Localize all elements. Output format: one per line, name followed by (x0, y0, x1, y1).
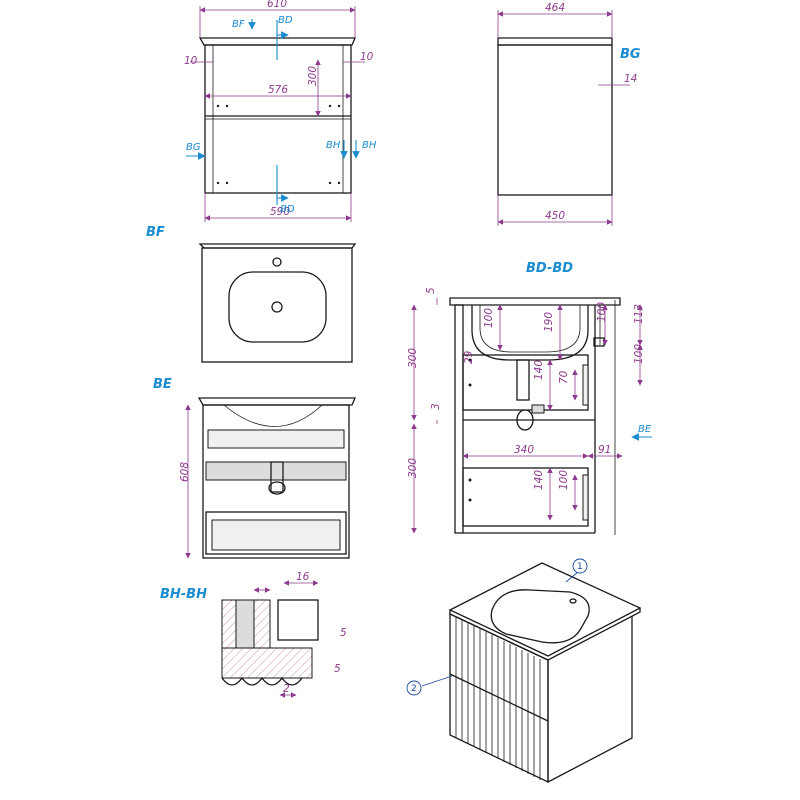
dim-590: 590 (270, 206, 290, 218)
title-bh-bh: BH-BH (160, 587, 207, 602)
dim-29: 29 (463, 350, 475, 364)
iso-ribs (455, 617, 541, 780)
be-view: BE 608 (153, 377, 356, 559)
dim-14: 14 (624, 73, 637, 85)
dim-300-top: 300 (407, 348, 419, 368)
side-worktop (497, 37, 613, 46)
mark-bh-left: BH (326, 140, 341, 151)
dim-100-right-b: 100 (633, 344, 645, 364)
title-be: BE (153, 377, 172, 392)
dim-340: 340 (514, 444, 534, 456)
mark-bf: BF (232, 19, 245, 30)
title-bf: BF (146, 225, 165, 240)
front-view: 610 576 300 10 10 590 BF BD BD BG BH BH (184, 0, 377, 222)
bf-top-view: BF (146, 225, 357, 363)
mark-bg-side: BG (620, 47, 641, 62)
front-worktop (198, 37, 356, 46)
bh-section: BH-BH 16 5 5 2 (160, 571, 347, 698)
side-carcass (497, 44, 613, 196)
dim-100-bowl: 100 (483, 308, 495, 328)
title-bd-bd: BD-BD (526, 261, 573, 276)
dim-113: 113 (633, 304, 645, 324)
dim-100-drawer: 100 (558, 470, 570, 490)
dim-10-left: 10 (184, 55, 198, 67)
dim-576: 576 (268, 84, 288, 96)
dim-5-top: 5 (425, 287, 437, 294)
dim-3: 3 (430, 403, 442, 410)
dim-300-bottom: 300 (407, 458, 419, 478)
dim-464: 464 (545, 2, 565, 14)
mark-bd-top: BD (278, 15, 293, 26)
basin-outline (228, 271, 327, 343)
drawer-dots (216, 104, 341, 185)
mark-bh-right: BH (362, 140, 377, 151)
mark-bg-front: BG (186, 142, 201, 153)
bd-section: BD-BD 300 300 3 5 (407, 261, 652, 535)
dim-140-a: 140 (533, 360, 545, 380)
dim-608: 608 (179, 462, 191, 482)
callout-2 (406, 680, 422, 696)
dim-100-right-a: 100 (596, 302, 608, 322)
dim-450: 450 (545, 210, 565, 222)
iso-view: 1 2 (406, 558, 642, 784)
dim-300-front: 300 (307, 66, 319, 86)
side-view: 464 450 14 BG (497, 2, 641, 226)
dim-2: 2 (283, 683, 290, 695)
dim-610: 610 (267, 0, 287, 10)
callout-1 (572, 558, 588, 574)
dim-5-b: 5 (334, 663, 341, 675)
dim-5-a: 5 (340, 627, 347, 639)
mark-bd-bottom: BD (280, 204, 295, 215)
tap-hole (272, 257, 282, 267)
dim-16: 16 (296, 571, 310, 583)
dim-70: 70 (558, 370, 570, 384)
iso-basin (490, 589, 590, 644)
mark-be-section: BE (638, 424, 652, 435)
callout-1-label: 1 (577, 562, 583, 572)
dim-140-b: 140 (533, 470, 545, 490)
dim-91: 91 (598, 444, 611, 456)
callout-2-label: 2 (411, 684, 417, 694)
dim-190: 190 (543, 312, 555, 332)
drain-hole (271, 301, 283, 313)
dim-10-right: 10 (360, 51, 374, 63)
